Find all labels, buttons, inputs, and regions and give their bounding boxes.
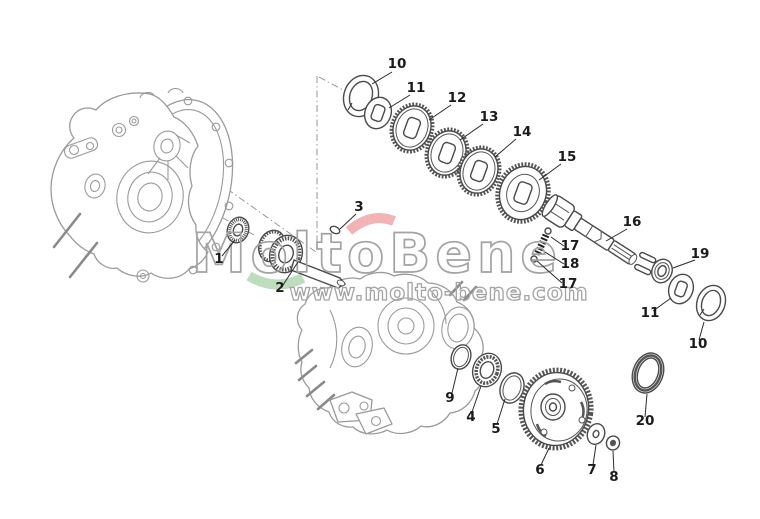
small-bores [84,115,150,283]
case-studs-bottom [294,280,478,411]
watermark-text: MoltoBene www.molto-bene.com [191,221,588,306]
part-20-seal-ring [631,352,665,394]
mount-feet [329,391,393,435]
flange-bolt-holes [183,96,234,275]
callout-10b-label: 10 [689,336,708,352]
part-8-nut [605,435,621,451]
callout-17a-label: 17 [561,238,580,254]
part-15-gear [495,162,551,224]
watermark-red-arc [345,213,396,235]
part-7-washer [586,423,606,445]
callout-3-label: 3 [354,199,363,215]
callout-13-label: 13 [480,109,499,125]
callout-15-label: 15 [558,149,577,165]
part-11-washer-top [363,96,393,130]
part-19-starter-pawl [634,251,673,284]
upper-bore [147,130,191,180]
callout-11b-label: 11 [641,305,660,321]
watermark-green-arc [246,271,306,290]
callout-6-label: 6 [535,462,544,478]
part-5-ring [499,372,525,404]
callout-14-label: 14 [513,124,532,140]
callout-8-label: 8 [609,469,618,485]
callout-2-label: 2 [275,280,284,296]
callout-9-label: 9 [445,390,454,406]
part-10-circlip-right [695,284,727,322]
case-studs [52,212,99,279]
callout-11-label: 11 [407,80,426,96]
crankcase-bottom [294,271,485,435]
part-9-shim [450,344,472,370]
callout-4-label: 4 [466,409,475,425]
watermark-arcs [246,213,396,290]
callout-labels: 1 2 3 4 5 6 7 8 9 10 11 12 13 14 15 16 1… [214,56,709,485]
part-1-bearing [226,216,250,244]
watermark-brand: MoltoBene [192,222,562,285]
part-4-bearing [471,352,503,388]
callout-19-label: 19 [691,246,710,262]
mount-ear [63,137,99,159]
callout-18-label: 18 [561,256,580,272]
part-2-gear-shaft [257,229,347,289]
watermark-url: www.molto-bene.com [289,280,588,306]
callout-10-label: 10 [388,56,407,72]
part-12-gear [389,102,435,154]
callout-1-label: 1 [214,251,223,267]
leader-lines [221,71,705,473]
part-6-driven-gear [518,367,594,451]
part-14-gear [456,145,502,197]
part-11-washer-right [667,273,695,305]
part-18-spring [530,227,552,263]
callout-12-label: 12 [448,90,467,106]
callout-16-label: 16 [623,214,642,230]
part-3-pin [329,225,341,235]
crankcase-left [50,87,234,283]
callout-17b-label: 17 [559,276,578,292]
part-16-kickstart-shaft [541,194,638,265]
callout-20-label: 20 [636,413,655,429]
callout-7-label: 7 [587,462,596,478]
main-bore [116,160,184,234]
callout-5-label: 5 [491,421,500,437]
